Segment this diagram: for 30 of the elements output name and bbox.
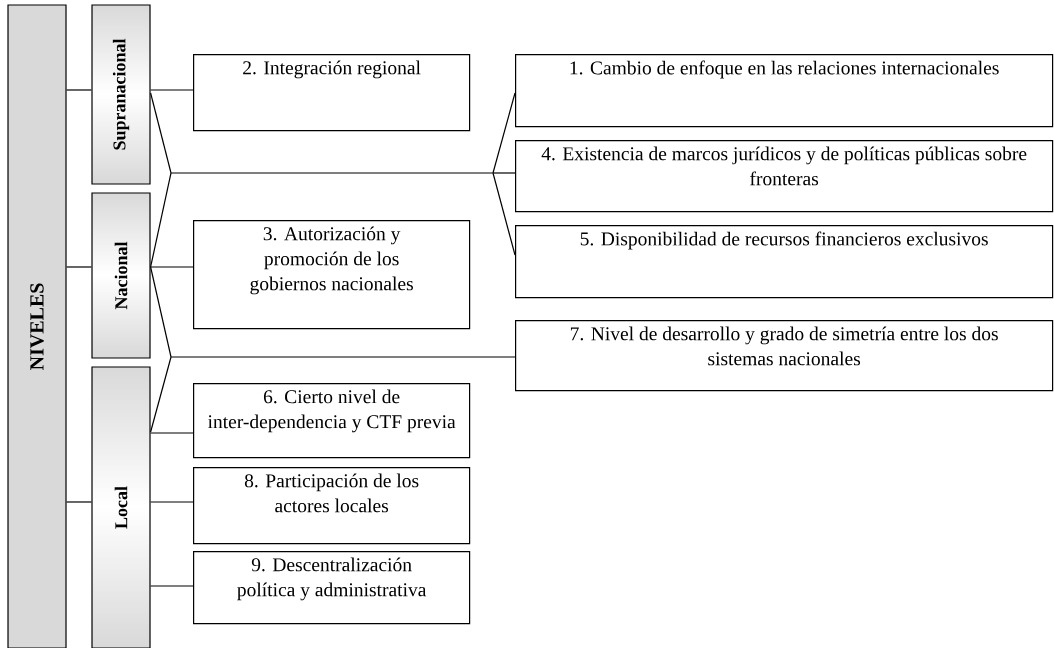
factor-box: 2. Integración regional — [193, 54, 471, 132]
connector-line — [66, 89, 92, 91]
connector-line — [150, 92, 172, 174]
connector-line — [150, 266, 172, 358]
level-bar: NIVELES — [7, 4, 67, 648]
level-bar: Local — [91, 366, 151, 648]
level-bar: Nacional — [91, 192, 151, 359]
connector-line — [150, 356, 172, 433]
connector-line — [492, 92, 516, 174]
connector-line — [150, 585, 194, 587]
factor-box: 6. Cierto nivel de inter-dependencia y CTF previa — [193, 383, 471, 459]
connector-line — [170, 356, 516, 358]
connector-line — [150, 432, 194, 434]
connector-line — [492, 172, 516, 256]
factor-box: 8. Participación de los actores locales — [193, 467, 471, 545]
connector-line — [66, 501, 92, 503]
factor-box: 4. Existencia de marcos jurídicos y de políticas públicas sobre fronteras — [515, 140, 1054, 213]
connector-line — [66, 266, 92, 268]
connector-line — [150, 89, 194, 91]
connector-line — [150, 266, 194, 268]
factor-box: 3. Autorización y promoción de los gobiernos nacionales — [193, 220, 471, 330]
level-bar: Supranacional — [91, 4, 151, 185]
factor-box: 1. Cambio de enfoque en las relaciones internacionales — [515, 54, 1054, 128]
connector-line — [150, 172, 172, 268]
factor-box: 9. Descentralización política y administrativa — [193, 551, 471, 625]
connector-line — [150, 501, 194, 503]
connector-line — [170, 172, 494, 174]
factor-box: 5. Disponibilidad de recursos financieros exclusivos — [515, 225, 1054, 299]
connector-line — [492, 172, 516, 174]
factor-box: 7. Nivel de desarrollo y grado de simetría entre los dos sistemas nacionales — [515, 320, 1054, 392]
